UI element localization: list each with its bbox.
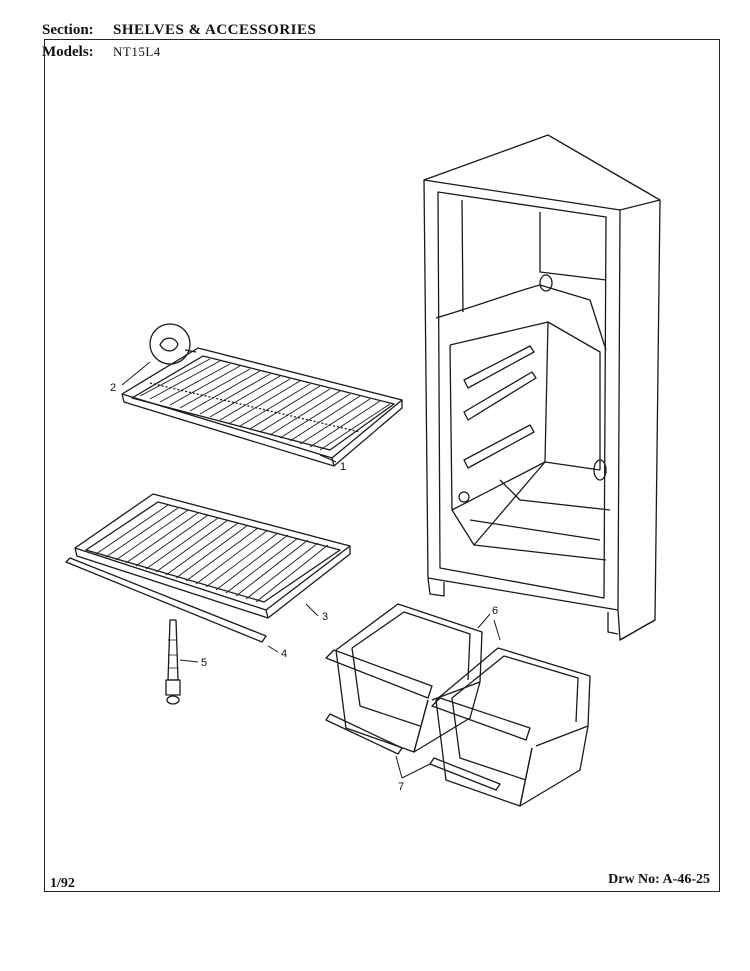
callout-4: 4 <box>281 648 287 660</box>
shelf-trim-4 <box>65 557 267 643</box>
section-value: SHELVES & ACCESSORIES <box>113 22 317 38</box>
section-label: Section: <box>42 22 94 38</box>
wire-shelf-1 <box>121 347 403 467</box>
callout-2: 2 <box>110 382 116 394</box>
callout-3: 3 <box>322 611 328 623</box>
callout-1: 1 <box>340 461 346 473</box>
drawing-frame <box>44 39 720 892</box>
wire-shelf-3 <box>74 493 351 619</box>
crisper-pan-left <box>325 603 483 753</box>
part-5 <box>165 619 181 705</box>
crisper-pan-right <box>431 647 591 807</box>
models-value: NT15L4 <box>113 44 161 59</box>
crisper-strip-left <box>325 713 403 755</box>
crisper-strip-right <box>429 757 501 791</box>
footer-drawing-number: Drw No: A-46-25 <box>608 872 710 887</box>
models-label: Models: <box>42 44 94 60</box>
callout-7: 7 <box>398 781 404 793</box>
callout-6: 6 <box>492 605 498 617</box>
footer-date: 1/92 <box>50 876 75 891</box>
callout-5: 5 <box>201 657 207 669</box>
refrigerator-cabinet <box>423 134 661 641</box>
leader-lines <box>121 361 501 779</box>
detail-magnifier <box>149 323 197 365</box>
